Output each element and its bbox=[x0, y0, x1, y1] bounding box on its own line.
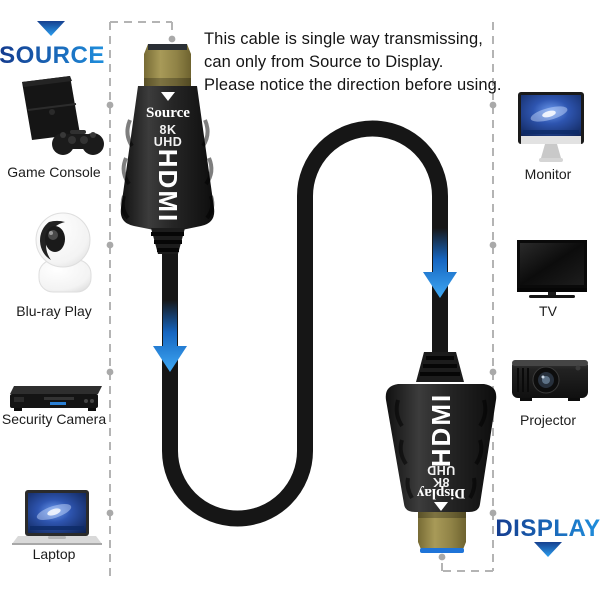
display-title: DISPLAY bbox=[495, 515, 600, 542]
direction-notice: This cable is single way transmissing, c… bbox=[204, 28, 504, 97]
flow-arrow-down-icon bbox=[153, 300, 187, 372]
projector-icon bbox=[508, 348, 592, 406]
display-down-arrow-icon bbox=[534, 542, 562, 557]
hdmi-brand-text: HDMI bbox=[153, 149, 183, 223]
device-label: Blu-ray Play bbox=[16, 303, 92, 319]
hdmi-cable bbox=[162, 120, 448, 527]
notice-line-2: can only from Source to Display. bbox=[204, 53, 444, 71]
direction-triangle-icon bbox=[161, 92, 175, 101]
flow-arrow-down-icon bbox=[423, 228, 457, 298]
spec-8k: 8K bbox=[160, 123, 177, 137]
direction-triangle-icon bbox=[434, 502, 448, 511]
device-label: Game Console bbox=[7, 164, 101, 180]
display-connector-label: Display bbox=[416, 485, 465, 501]
connector-body bbox=[385, 384, 497, 512]
dome-camera-icon bbox=[25, 208, 105, 300]
source-down-arrow-icon bbox=[37, 21, 65, 36]
source-connector: Source 8K UHD HDMI bbox=[120, 44, 215, 254]
hdmi-plug bbox=[144, 44, 191, 86]
guide-dots bbox=[106, 35, 497, 561]
device-label: Projector bbox=[519, 412, 577, 428]
hdmi-plug bbox=[418, 512, 466, 552]
connector-body bbox=[120, 86, 215, 232]
monitor-icon bbox=[515, 90, 587, 164]
device-label: Security Camera bbox=[1, 411, 107, 427]
source-title: SOURCE bbox=[0, 42, 105, 69]
notice-line-3: Please notice the direction before using… bbox=[204, 76, 502, 94]
device-label: TV bbox=[539, 303, 557, 319]
game-console-icon bbox=[8, 72, 108, 164]
hdmi-brand-text: HDMI bbox=[426, 393, 456, 467]
display-connector: HDMI 8K UHD Display bbox=[385, 352, 497, 553]
disc-player-icon bbox=[4, 376, 108, 414]
notice-line-1: This cable is single way transmissing, bbox=[204, 30, 483, 48]
spec-uhd: UHD bbox=[154, 135, 183, 149]
spec-8k: 8K bbox=[433, 475, 450, 489]
source-connector-label: Source bbox=[146, 105, 190, 121]
device-label: Monitor bbox=[524, 166, 572, 182]
device-label: Laptop bbox=[32, 546, 76, 562]
plug-blue-glow bbox=[420, 548, 464, 553]
dashed-guide bbox=[109, 21, 494, 580]
tv-icon bbox=[515, 238, 589, 300]
laptop-icon bbox=[10, 486, 102, 550]
spec-uhd: UHD bbox=[427, 463, 456, 477]
